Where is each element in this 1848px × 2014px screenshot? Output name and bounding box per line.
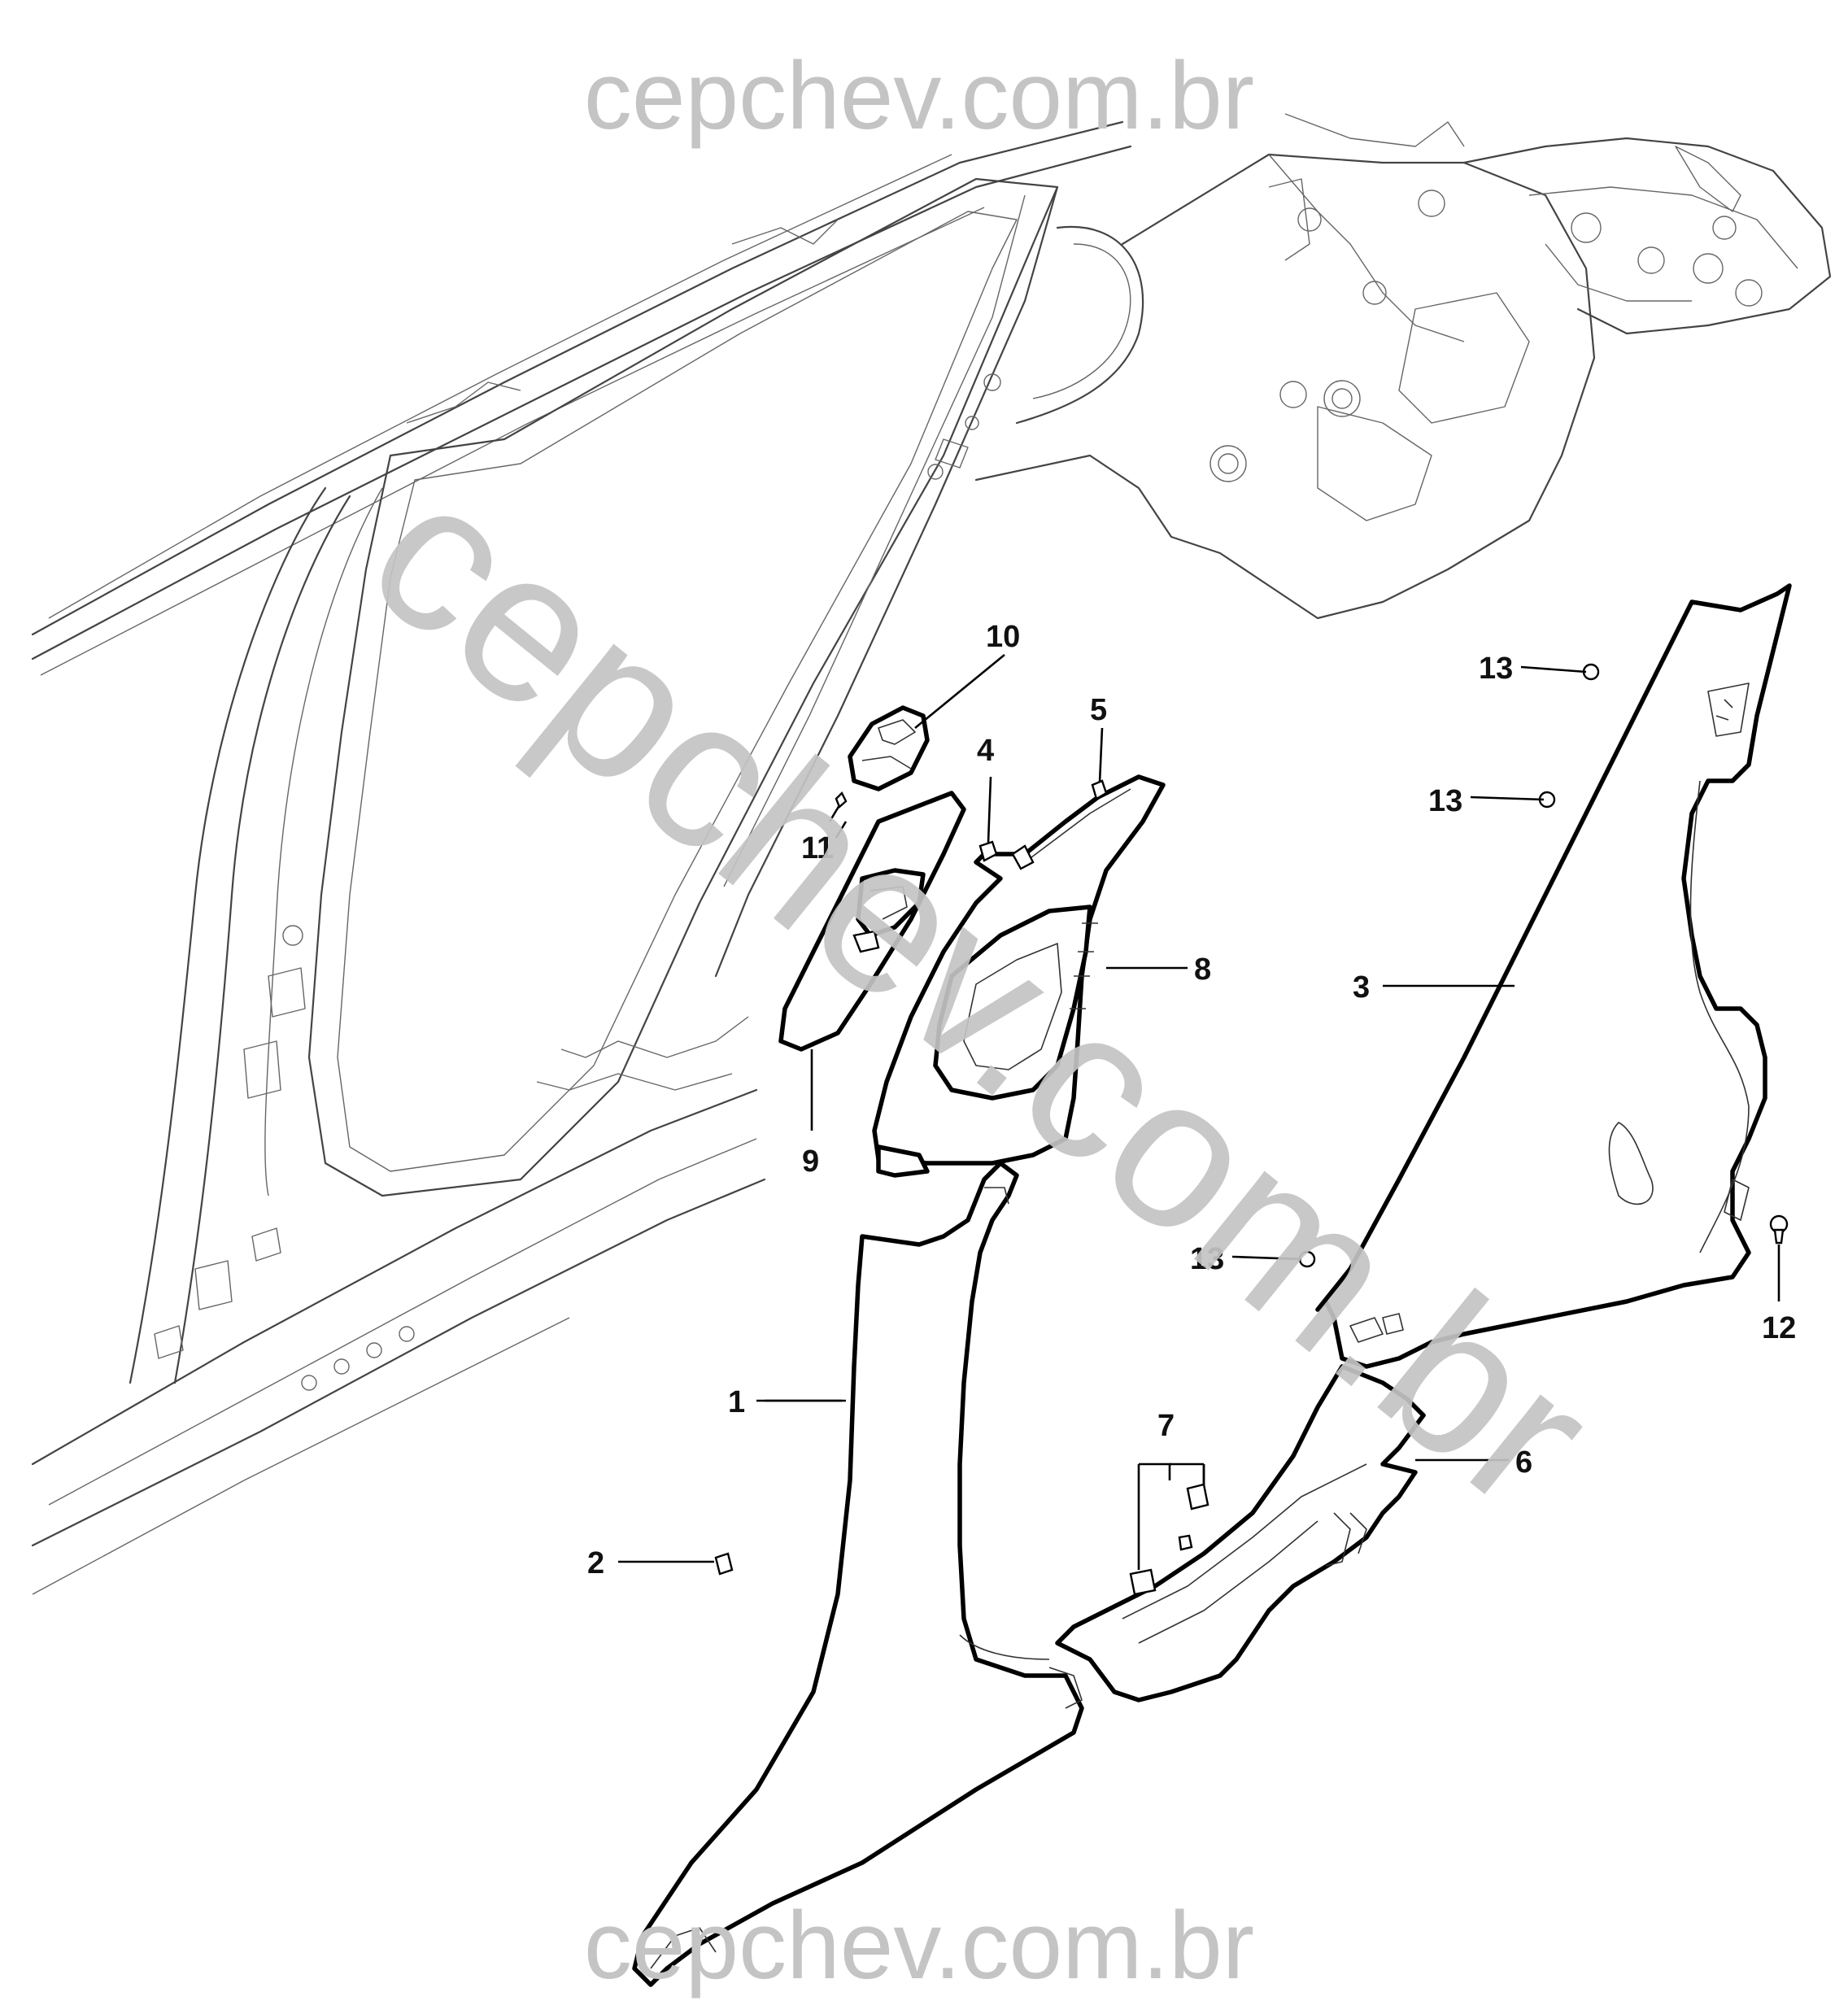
callout-10: 10 [986, 620, 1020, 654]
part-9-upper-trim-panel [778, 791, 966, 1052]
callout-1: 1 [728, 1385, 745, 1419]
part-10-seat-belt-guide [848, 705, 930, 791]
watermark-diagonal: cepchev.com.br [328, 431, 1635, 1554]
part-11-pin [828, 791, 848, 822]
part-1-pillar-lower-trim [632, 1161, 1084, 1987]
fastener-7b [1129, 1568, 1157, 1596]
callout-12: 12 [1762, 1311, 1796, 1345]
callout-labels: 1 2 3 4 5 6 7 8 9 10 11 12 13 13 13 [587, 620, 1796, 1580]
callout-7: 7 [1157, 1409, 1175, 1443]
part-3-quarter-trim-panel [1315, 583, 1792, 1369]
fastener-4 [978, 840, 998, 862]
callout-4: 4 [977, 734, 994, 768]
watermark-bottom: cepchev.com.br [584, 1892, 1254, 1999]
callout-9: 9 [802, 1144, 819, 1179]
part-8-pillar-upper-trim [872, 774, 1166, 1178]
callout-13-top: 13 [1479, 652, 1513, 686]
fastener-12 [1769, 1214, 1789, 1245]
callout-13-bottom: 13 [1190, 1242, 1224, 1276]
fastener-7a [1178, 1483, 1209, 1551]
fastener-2 [714, 1552, 734, 1576]
callout-13-middle: 13 [1428, 784, 1462, 818]
vehicle-body-shell [31, 113, 1832, 1595]
callout-8: 8 [1194, 953, 1211, 987]
leader-lines [618, 653, 1780, 1570]
callout-11: 11 [801, 831, 834, 865]
callout-5: 5 [1090, 693, 1107, 727]
part-6-scuff-plate [1055, 1364, 1426, 1702]
callout-6: 6 [1515, 1445, 1532, 1480]
callout-3: 3 [1353, 970, 1370, 1005]
callout-2: 2 [587, 1546, 604, 1580]
watermark-top: cepchev.com.br [584, 42, 1254, 150]
